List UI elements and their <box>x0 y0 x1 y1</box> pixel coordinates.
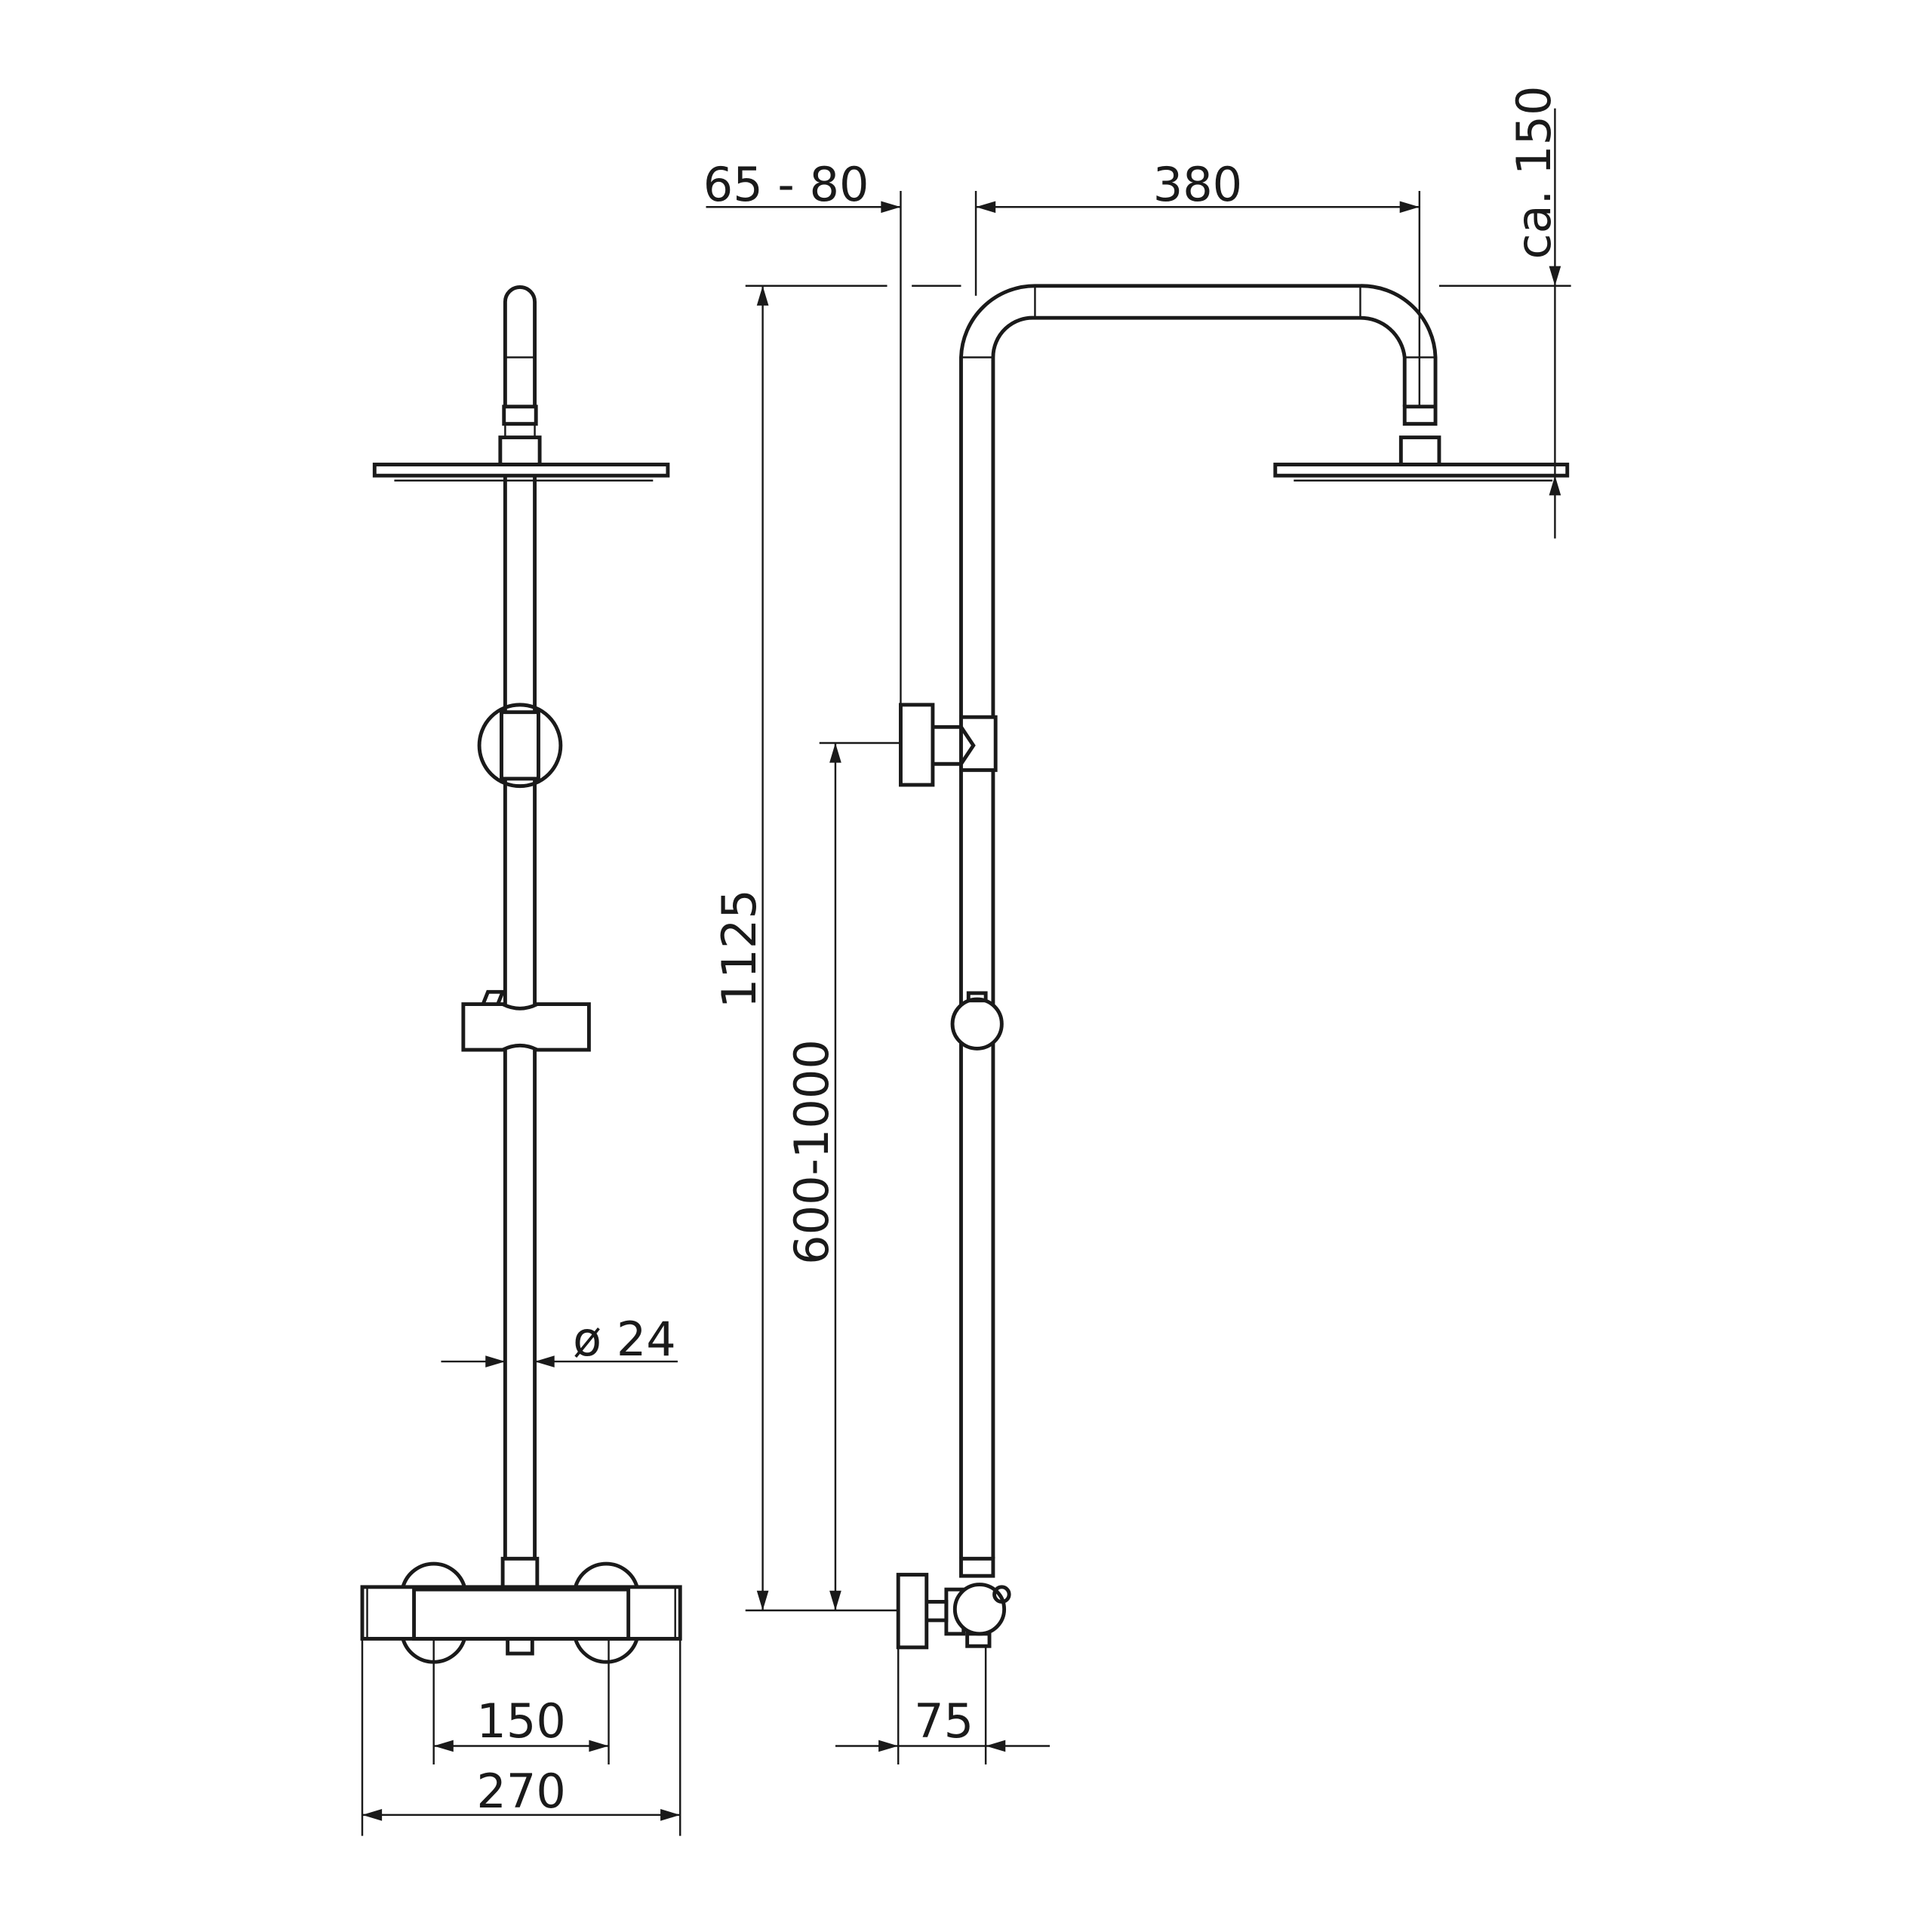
dim-wall-distance: 75 <box>914 1694 974 1749</box>
dim-inlet-spacing: 150 <box>476 1694 565 1749</box>
dim-mixer-height-range: 600-1000 <box>784 1039 839 1265</box>
side-head-nut <box>1398 435 1441 466</box>
front-pipe-nut <box>500 1556 540 1590</box>
dim-mixer-width: 270 <box>476 1764 565 1819</box>
front-hand-slider <box>461 1002 591 1052</box>
front-joint <box>502 405 538 426</box>
front-view: ø 24 150 270 <box>360 285 682 1836</box>
dim-head-drop: ca. 150 <box>1506 86 1561 260</box>
front-mixer-knob-right <box>574 1561 639 1588</box>
front-mixer-knob-left <box>401 1561 466 1588</box>
side-hand-slider <box>950 997 1004 1051</box>
side-mixer-handle <box>896 1573 929 1650</box>
front-top-pipe <box>503 285 537 407</box>
dim-head-offset: 65 - 80 <box>703 157 869 212</box>
dim-total-height: 1125 <box>712 889 767 1008</box>
front-head-nut <box>498 435 542 466</box>
dim-pipe-diameter: ø 24 <box>573 1312 676 1367</box>
side-mixer-body <box>952 1583 1007 1636</box>
side-pipe-nut <box>959 1556 995 1578</box>
side-view: 65 - 80 380 ca. 150 1125 600-1000 75 <box>703 86 1571 1764</box>
side-wall-bracket <box>899 703 935 787</box>
side-shower-head <box>1273 463 1570 478</box>
dim-arm-length: 380 <box>1153 157 1242 212</box>
front-shower-head <box>372 463 670 478</box>
front-wall-bracket <box>477 703 563 789</box>
front-outlet <box>506 1636 534 1656</box>
